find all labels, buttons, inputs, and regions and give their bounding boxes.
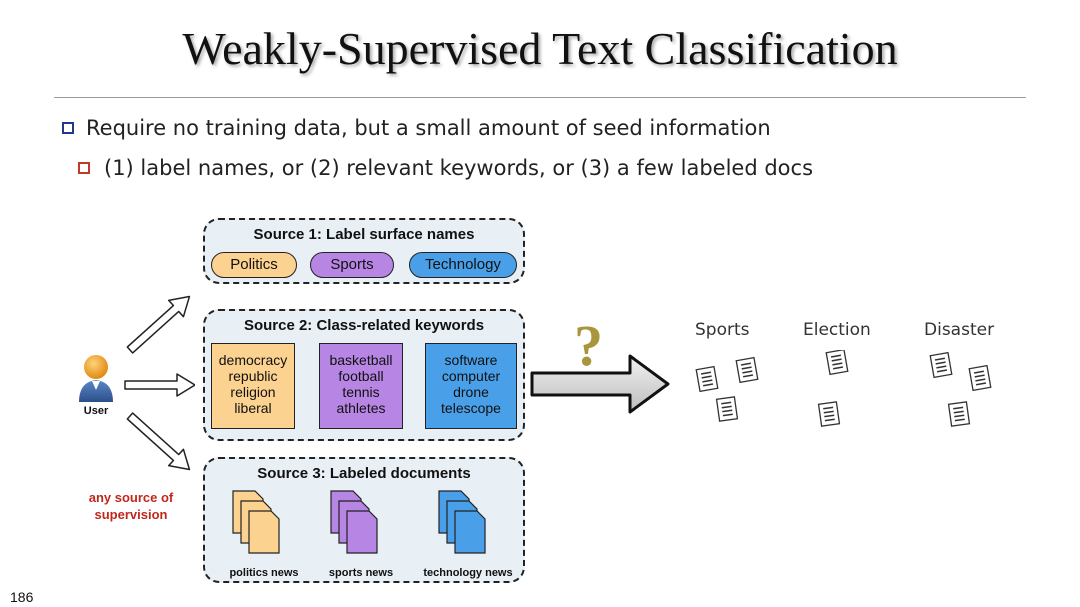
keyword: drone xyxy=(453,384,489,400)
bullet-1: Require no training data, but a small am… xyxy=(62,116,771,140)
document-icon xyxy=(968,364,992,392)
doc-label-politics: politics news xyxy=(229,567,299,579)
source-2-box: Source 2: Class-related keywords democra… xyxy=(203,309,525,441)
page-number: 186 xyxy=(10,589,34,605)
label-pill-technology: Technology xyxy=(409,252,517,278)
note-line-2: supervision xyxy=(94,507,168,522)
document-stack-sports-icon xyxy=(330,490,378,554)
document-icon xyxy=(735,356,759,384)
user-arrows xyxy=(124,295,195,471)
source-3-title: Source 3: Labeled documents xyxy=(257,465,471,482)
classified-documents xyxy=(695,350,992,427)
label-pill-politics: Politics xyxy=(211,252,297,278)
keyword: football xyxy=(338,368,384,384)
arrow-icon xyxy=(126,295,191,354)
keyword: software xyxy=(444,352,498,368)
keyword: telescope xyxy=(441,400,501,416)
category-disaster: Disaster xyxy=(924,320,995,340)
keywords-politics: democracy republic religion liberal xyxy=(211,343,295,429)
doc-label-sports: sports news xyxy=(328,567,394,579)
arrow-icon xyxy=(126,412,191,471)
supervision-note: any source of supervision xyxy=(76,489,186,523)
square-bullet-icon xyxy=(78,162,90,174)
user-label: User xyxy=(83,405,109,417)
document-icon xyxy=(695,365,719,393)
bullet-2-text: (1) label names, or (2) relevant keyword… xyxy=(104,156,814,180)
keyword: republic xyxy=(228,368,278,384)
document-stack-technology-icon xyxy=(438,490,486,554)
keyword: computer xyxy=(441,368,501,384)
keyword: democracy xyxy=(218,352,288,368)
keyword: liberal xyxy=(234,400,272,416)
category-sports: Sports xyxy=(695,320,750,340)
label-pill-sports: Sports xyxy=(310,252,394,278)
arrow-icon xyxy=(124,373,195,397)
source-1-title: Source 1: Label surface names xyxy=(253,226,475,243)
note-line-1: any source of xyxy=(88,490,174,505)
document-icon xyxy=(825,350,849,376)
document-icon xyxy=(947,401,971,427)
source-2-title: Source 2: Class-related keywords xyxy=(243,317,485,334)
source-1-box: Source 1: Label surface names Politics S… xyxy=(203,218,525,284)
keywords-sports: basketball football tennis athletes xyxy=(319,343,403,429)
keyword: athletes xyxy=(336,400,386,416)
question-mark-icon: ? xyxy=(574,313,603,378)
document-icon xyxy=(817,401,841,427)
source-3-box: Source 3: Labeled documents politics new… xyxy=(203,457,525,583)
keyword: religion xyxy=(230,384,276,400)
category-election: Election xyxy=(803,320,871,340)
user-icon xyxy=(79,355,113,402)
document-icon xyxy=(715,396,739,422)
document-stack-politics-icon xyxy=(232,490,280,554)
bullet-1-text: Require no training data, but a small am… xyxy=(86,116,771,140)
keywords-technology: software computer drone telescope xyxy=(425,343,517,429)
document-icon xyxy=(929,351,953,379)
keyword: tennis xyxy=(342,384,380,400)
keyword: basketball xyxy=(329,352,393,368)
big-arrow-icon xyxy=(530,354,670,414)
slide-title: Weakly-Supervised Text Classification xyxy=(182,23,898,74)
title-divider xyxy=(54,97,1026,98)
doc-label-technology: technology news xyxy=(423,567,513,579)
bullet-2: (1) label names, or (2) relevant keyword… xyxy=(78,156,813,180)
square-bullet-icon xyxy=(62,122,74,134)
